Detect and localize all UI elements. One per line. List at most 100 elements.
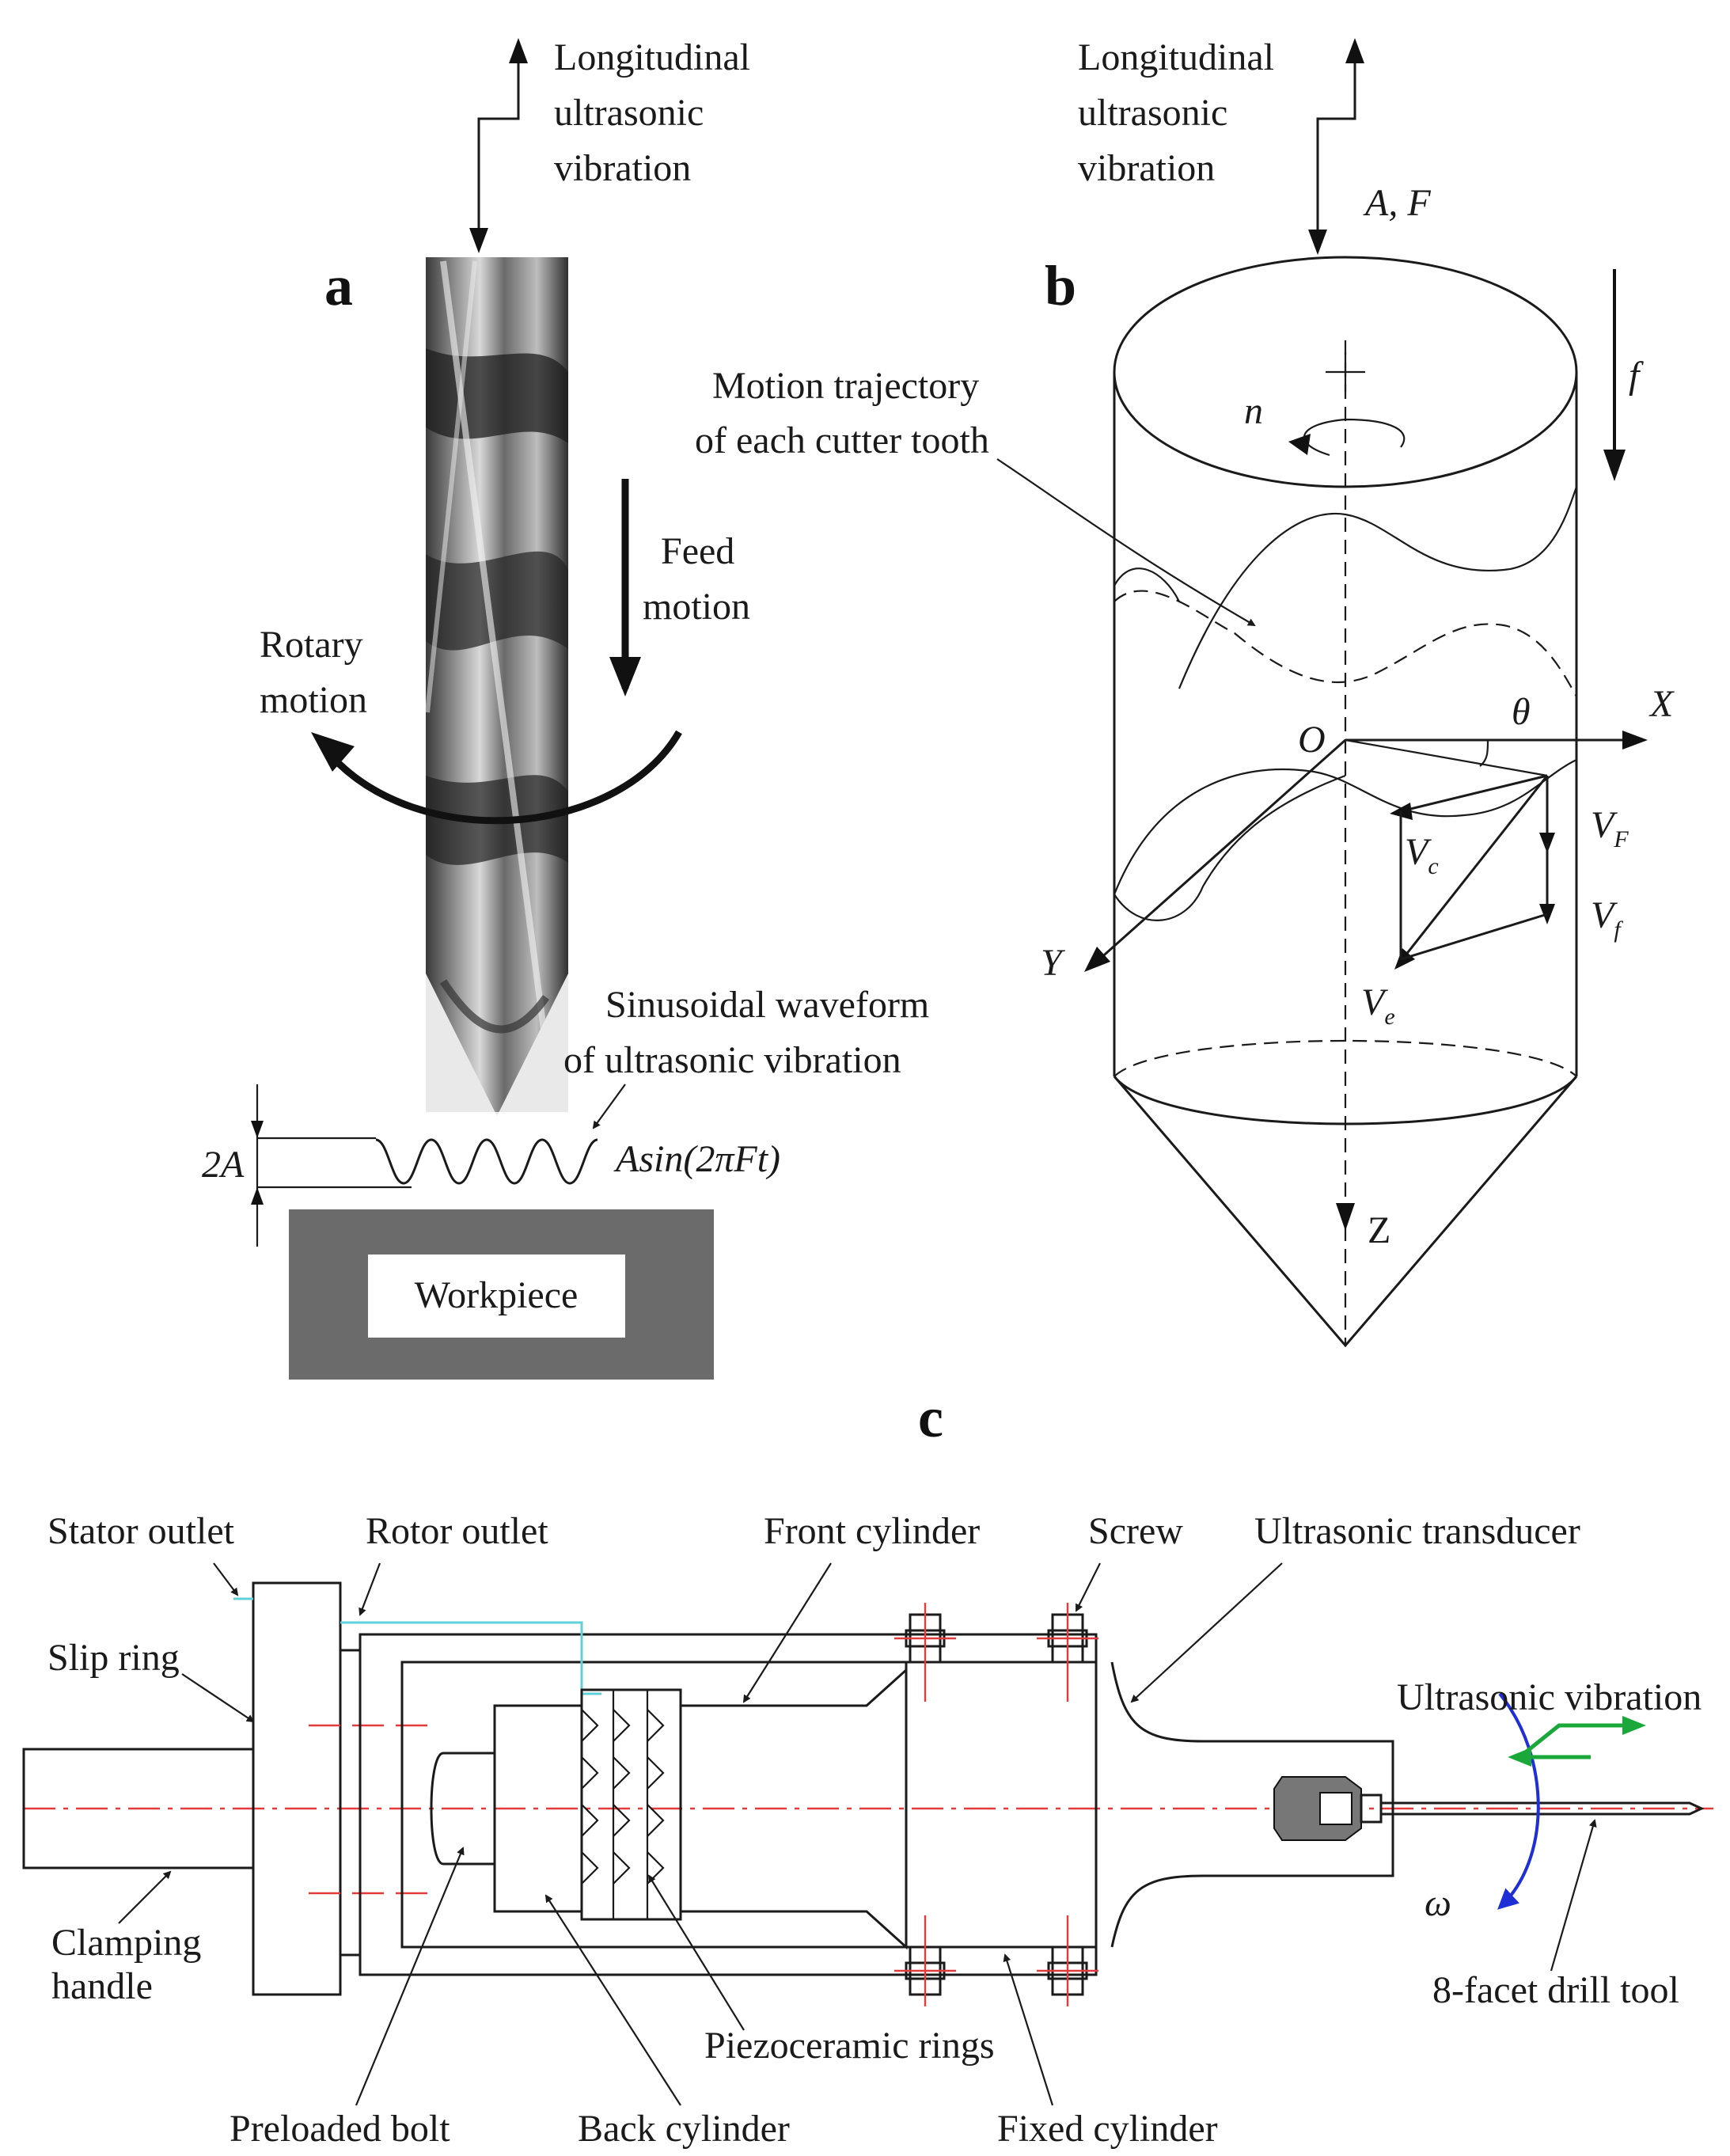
x-label: X <box>1648 683 1675 725</box>
piezoceramic-rings <box>580 1688 682 1921</box>
ve-label: Ve <box>1361 981 1395 1030</box>
panel-a: a Longitudinal ultrasonic vibration Feed… <box>202 36 929 1380</box>
b-vibration-arrowhead-down <box>1308 230 1327 255</box>
amp-arrow-bottom <box>251 1187 264 1205</box>
trajectory-solid-1-left <box>1113 567 1180 602</box>
rotary-label-line2: motion <box>260 679 367 721</box>
feed-label-line1: Feed <box>661 530 734 572</box>
preloaded-bolt-label: Preloaded bolt <box>230 2108 450 2150</box>
ultrasonic-transducer-leader <box>1130 1562 1283 1703</box>
clamping-handle-leader <box>118 1870 172 1924</box>
vibration-label-line2: ultrasonic <box>554 92 704 134</box>
omega-arrow <box>1497 1692 1540 1910</box>
piezo-rings-leader <box>647 1874 745 2031</box>
slip-ring-leader <box>181 1673 255 1723</box>
b-vibration-label-line3: vibration <box>1078 147 1215 189</box>
trajectory-solid-2 <box>1113 759 1577 895</box>
f-arrowhead <box>1603 450 1626 481</box>
panel-b-label: b <box>1045 254 1076 317</box>
af-label: A, F <box>1363 182 1431 224</box>
front-cylinder-label: Front cylinder <box>764 1510 980 1552</box>
vc-label: Vc <box>1405 831 1439 879</box>
amp-arrow-top <box>251 1121 264 1138</box>
rotor-outlet-leader <box>359 1562 381 1616</box>
trajectory-dashed <box>1113 590 1577 697</box>
vibration-label-line1: Longitudinal <box>554 36 750 78</box>
amplitude-label: 2A <box>202 1144 245 1186</box>
front-cylinder-leader <box>742 1562 832 1703</box>
vibration-zigzag-c <box>1513 1723 1630 1759</box>
slip-ring-flange <box>339 1649 362 1957</box>
rotor-cable <box>340 1621 601 1695</box>
ultrasonic-vibration-label: Ultrasonic vibration <box>1397 1676 1702 1718</box>
preloaded-bolt-leader <box>355 1847 465 2106</box>
vf-label: Vf <box>1591 894 1623 943</box>
ultrasonic-transducer <box>1110 1661 1394 1948</box>
formula: Asin(2πFt) <box>613 1138 780 1180</box>
clamping-handle-label-2: handle <box>51 1965 153 2007</box>
radius-line <box>1345 738 1548 777</box>
panel-b: b Longitudinal ultrasonic vibration A, F… <box>695 36 1675 1348</box>
drill-bit <box>425 257 568 1116</box>
stator-outlet-leader <box>213 1562 239 1596</box>
slip-ring <box>252 1581 342 1996</box>
screws <box>894 1603 1098 2006</box>
vc-vector <box>1400 774 1548 813</box>
f-label: f <box>1629 355 1644 397</box>
b-vibration-arrowhead-up <box>1345 38 1364 63</box>
screw-leader <box>1076 1562 1101 1612</box>
rotary-arrowhead <box>311 732 355 772</box>
vibration-label-line3: vibration <box>554 147 691 189</box>
ultrasonic-transducer-label: Ultrasonic transducer <box>1254 1510 1580 1552</box>
panel-a-label: a <box>324 254 353 317</box>
x-arrowhead <box>1622 731 1648 750</box>
tool-holder <box>1273 1776 1383 1841</box>
theta-arc <box>1479 739 1489 767</box>
n-rotation-arrowhead <box>1288 434 1311 455</box>
trajectory-solid-2-left <box>1113 774 1346 921</box>
rotary-arrow <box>321 730 682 825</box>
piezo-rings-label: Piezoceramic rings <box>704 2025 995 2067</box>
y-label: Y <box>1041 942 1065 984</box>
workpiece-label-box <box>368 1255 625 1338</box>
screw-label: Screw <box>1088 1510 1183 1552</box>
omega-label: ω <box>1425 1882 1451 1924</box>
front-cylinder-flange <box>905 1661 1098 1949</box>
trajectory-leader <box>996 458 1256 627</box>
stator-outlet-label: Stator outlet <box>47 1510 235 1552</box>
sinus-label-line2: of ultrasonic vibration <box>563 1039 901 1081</box>
ve-to-vf-line <box>1400 913 1548 961</box>
vF-label: VF <box>1591 804 1629 852</box>
cylinder-bottom-back <box>1113 1039 1577 1077</box>
sinus-leader <box>592 1084 626 1129</box>
trajectory-label-line2: of each cutter tooth <box>695 419 989 461</box>
vibration-arrowhead-up <box>509 38 528 63</box>
b-vibration-label-line2: ultrasonic <box>1078 92 1227 134</box>
clamping-handle-label-1: Clamping <box>51 1922 201 1964</box>
trajectory-solid-1 <box>1178 486 1578 689</box>
drill-tool-leader <box>1550 1819 1597 1972</box>
rotor-outlet-label: Rotor outlet <box>366 1510 548 1552</box>
z-arrowhead <box>1336 1203 1355 1231</box>
panel-c-label: c <box>918 1386 943 1449</box>
rotary-label-line1: Rotary <box>260 624 363 666</box>
vibration-arrowhead-left <box>1508 1748 1531 1767</box>
feed-label-line2: motion <box>643 586 750 628</box>
preloaded-bolt-head <box>430 1752 496 1866</box>
fixed-cylinder <box>359 1633 1098 1976</box>
vibration-arrowhead-down <box>469 228 488 253</box>
n-label: n <box>1244 390 1263 432</box>
drill-tool <box>1381 1801 1705 1816</box>
trajectory-label-line1: Motion trajectory <box>712 365 979 407</box>
z-label: Z <box>1368 1209 1390 1251</box>
vibration-arrowhead-right <box>1622 1716 1646 1735</box>
back-cylinder-label: Back cylinder <box>578 2108 790 2150</box>
feed-arrowhead <box>609 657 641 697</box>
panel-c: c <box>22 1386 1713 2150</box>
fixed-cylinder-label: Fixed cylinder <box>997 2108 1218 2150</box>
b-vibration-zigzag <box>1316 55 1356 241</box>
drill-tool-label: 8-facet drill tool <box>1432 1969 1679 2011</box>
theta-label: θ <box>1512 691 1531 733</box>
workpiece-label: Workpiece <box>415 1274 579 1316</box>
